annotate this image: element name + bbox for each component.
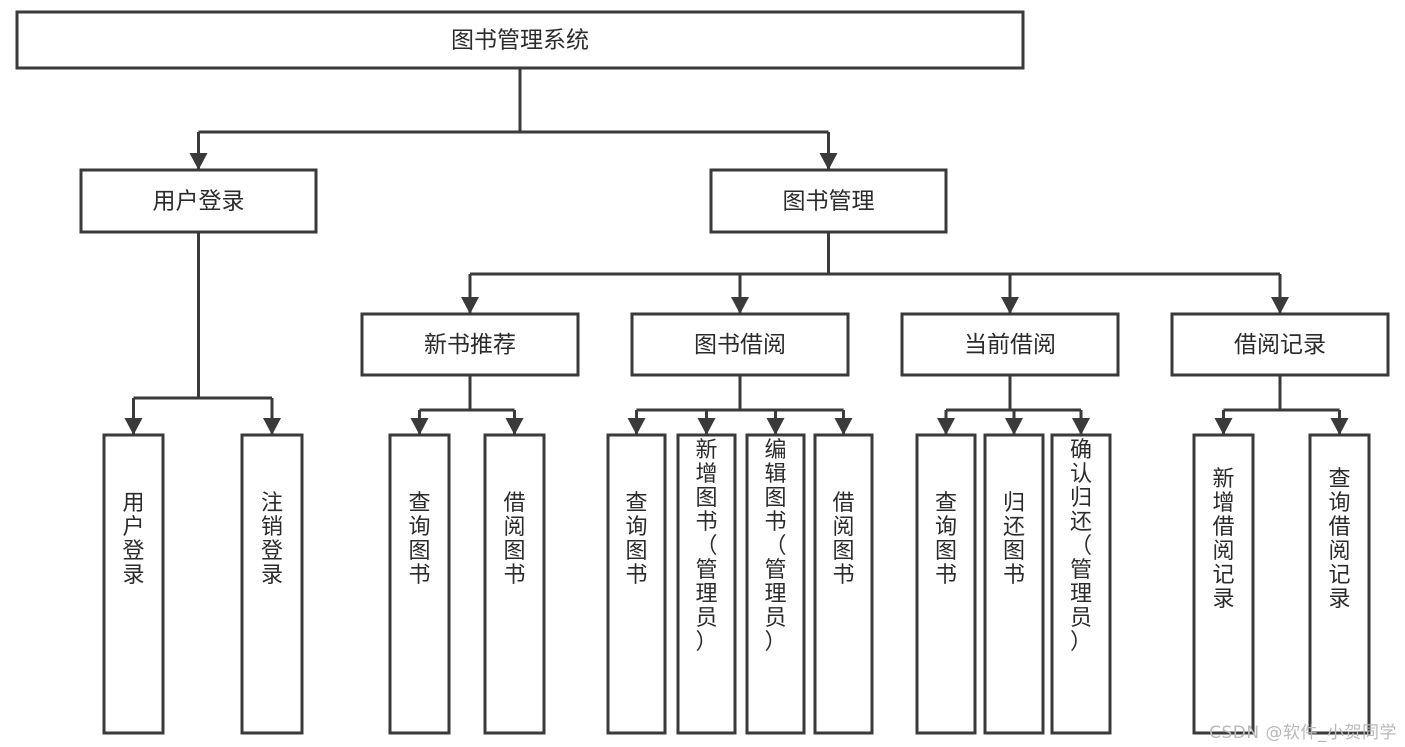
node-label-leaf-add-borrow-record: 新增借阅记录 (1212, 467, 1234, 612)
node-box-leaf-user-login (102, 433, 165, 735)
node-box-leaf-return-book (983, 433, 1045, 735)
arrow-head-icon (819, 153, 838, 170)
node-box-leaf-add-book-admin (676, 433, 737, 735)
node-box-leaf-borrow-book (813, 433, 874, 735)
node-box-borrow-record (1170, 312, 1390, 377)
node-label-borrow-record: 借阅记录 (1234, 332, 1326, 358)
node-label-book-manage: 图书管理 (783, 189, 875, 215)
node-box-new-book-rec (360, 312, 580, 377)
node-box-book-manage (709, 168, 948, 234)
node-label-leaf-rec-query-book: 查询图书 (408, 491, 430, 588)
node-leaf-add-borrow-record[interactable]: 新增借阅记录 (1192, 433, 1255, 735)
node-box-leaf-rec-borrow-book (483, 433, 546, 735)
arrow-head-icon (189, 153, 208, 170)
node-box-leaf-query-borrow-record (1308, 433, 1371, 735)
node-label-leaf-borrow-book: 借阅图书 (832, 491, 854, 588)
node-leaf-edit-book-admin[interactable]: 编辑图书（管理员） (745, 433, 806, 735)
node-label-leaf-edit-book-admin: 编辑图书（管理员） (764, 438, 786, 655)
node-leaf-return-book[interactable]: 归还图书 (983, 433, 1045, 735)
arrow-head-icon (410, 418, 429, 435)
arrow-head-icon (1330, 418, 1349, 435)
node-book-borrow[interactable]: 图书借阅 (630, 312, 850, 377)
connector-layer (124, 68, 1349, 435)
node-leaf-borrow-book[interactable]: 借阅图书 (813, 433, 874, 735)
node-box-leaf-confirm-return-admin (1050, 433, 1112, 735)
node-leaf-cur-query-book[interactable]: 查询图书 (915, 433, 977, 735)
node-label-book-borrow: 图书借阅 (694, 332, 786, 358)
node-box-leaf-rec-query-book (388, 433, 451, 735)
node-leaf-borrow-query-book[interactable]: 查询图书 (606, 433, 667, 735)
node-leaf-confirm-return-admin[interactable]: 确认归还（管理员） (1050, 433, 1112, 735)
node-layer: 图书管理系统用户登录图书管理新书推荐图书借阅当前借阅借阅记录用户登录注销登录查询… (15, 10, 1390, 735)
node-label-leaf-logout: 注销登录 (261, 491, 283, 588)
node-label-current-borrow: 当前借阅 (964, 332, 1056, 358)
node-label-root: 图书管理系统 (451, 28, 589, 54)
arrow-head-icon (697, 418, 716, 435)
node-box-root (15, 10, 1025, 70)
node-box-leaf-add-borrow-record (1192, 433, 1255, 735)
arrow-head-icon (1072, 418, 1090, 435)
node-box-leaf-edit-book-admin (745, 433, 806, 735)
node-leaf-rec-query-book[interactable]: 查询图书 (388, 433, 451, 735)
node-borrow-record[interactable]: 借阅记录 (1170, 312, 1390, 377)
node-leaf-logout[interactable]: 注销登录 (240, 433, 304, 735)
node-label-leaf-cur-query-book: 查询图书 (935, 491, 957, 588)
arrow-head-icon (627, 418, 646, 435)
node-leaf-user-login[interactable]: 用户登录 (102, 433, 165, 735)
node-label-user-login: 用户登录 (153, 189, 245, 215)
arrow-head-icon (1214, 418, 1233, 435)
node-label-leaf-add-book-admin: 新增图书（管理员） (695, 438, 717, 655)
node-box-leaf-borrow-query-book (606, 433, 667, 735)
node-book-manage[interactable]: 图书管理 (709, 168, 948, 234)
arrow-head-icon (766, 418, 785, 435)
node-label-leaf-user-login: 用户登录 (122, 491, 144, 588)
node-label-leaf-query-borrow-record: 查询借阅记录 (1328, 467, 1350, 612)
arrow-head-icon (937, 418, 955, 435)
node-label-leaf-borrow-query-book: 查询图书 (625, 491, 647, 588)
node-box-leaf-logout (240, 433, 304, 735)
arrow-head-icon (731, 297, 749, 314)
csdn-watermark: CSDN @软件_小贺同学 (1209, 723, 1397, 743)
arrow-head-icon (461, 297, 479, 314)
arrow-head-icon (263, 418, 281, 435)
node-label-leaf-return-book: 归还图书 (1003, 491, 1025, 588)
node-current-borrow[interactable]: 当前借阅 (900, 312, 1120, 377)
arrow-head-icon (1001, 297, 1019, 314)
node-box-user-login (79, 168, 318, 234)
node-label-leaf-rec-borrow-book: 借阅图书 (503, 491, 525, 588)
node-label-leaf-confirm-return-admin: 确认归还（管理员） (1070, 438, 1092, 655)
node-leaf-rec-borrow-book[interactable]: 借阅图书 (483, 433, 546, 735)
node-user-login[interactable]: 用户登录 (79, 168, 318, 234)
arrow-head-icon (1005, 418, 1023, 435)
node-box-leaf-cur-query-book (915, 433, 977, 735)
node-leaf-query-borrow-record[interactable]: 查询借阅记录 (1308, 433, 1371, 735)
node-new-book-rec[interactable]: 新书推荐 (360, 312, 580, 377)
node-leaf-add-book-admin[interactable]: 新增图书（管理员） (676, 433, 737, 735)
node-box-current-borrow (900, 312, 1120, 377)
arrow-head-icon (834, 418, 853, 435)
arrow-head-icon (505, 418, 524, 435)
node-box-book-borrow (630, 312, 850, 377)
node-root[interactable]: 图书管理系统 (15, 10, 1025, 70)
arrow-head-icon (124, 418, 143, 435)
node-label-new-book-rec: 新书推荐 (424, 332, 516, 358)
arrow-head-icon (1271, 297, 1289, 314)
